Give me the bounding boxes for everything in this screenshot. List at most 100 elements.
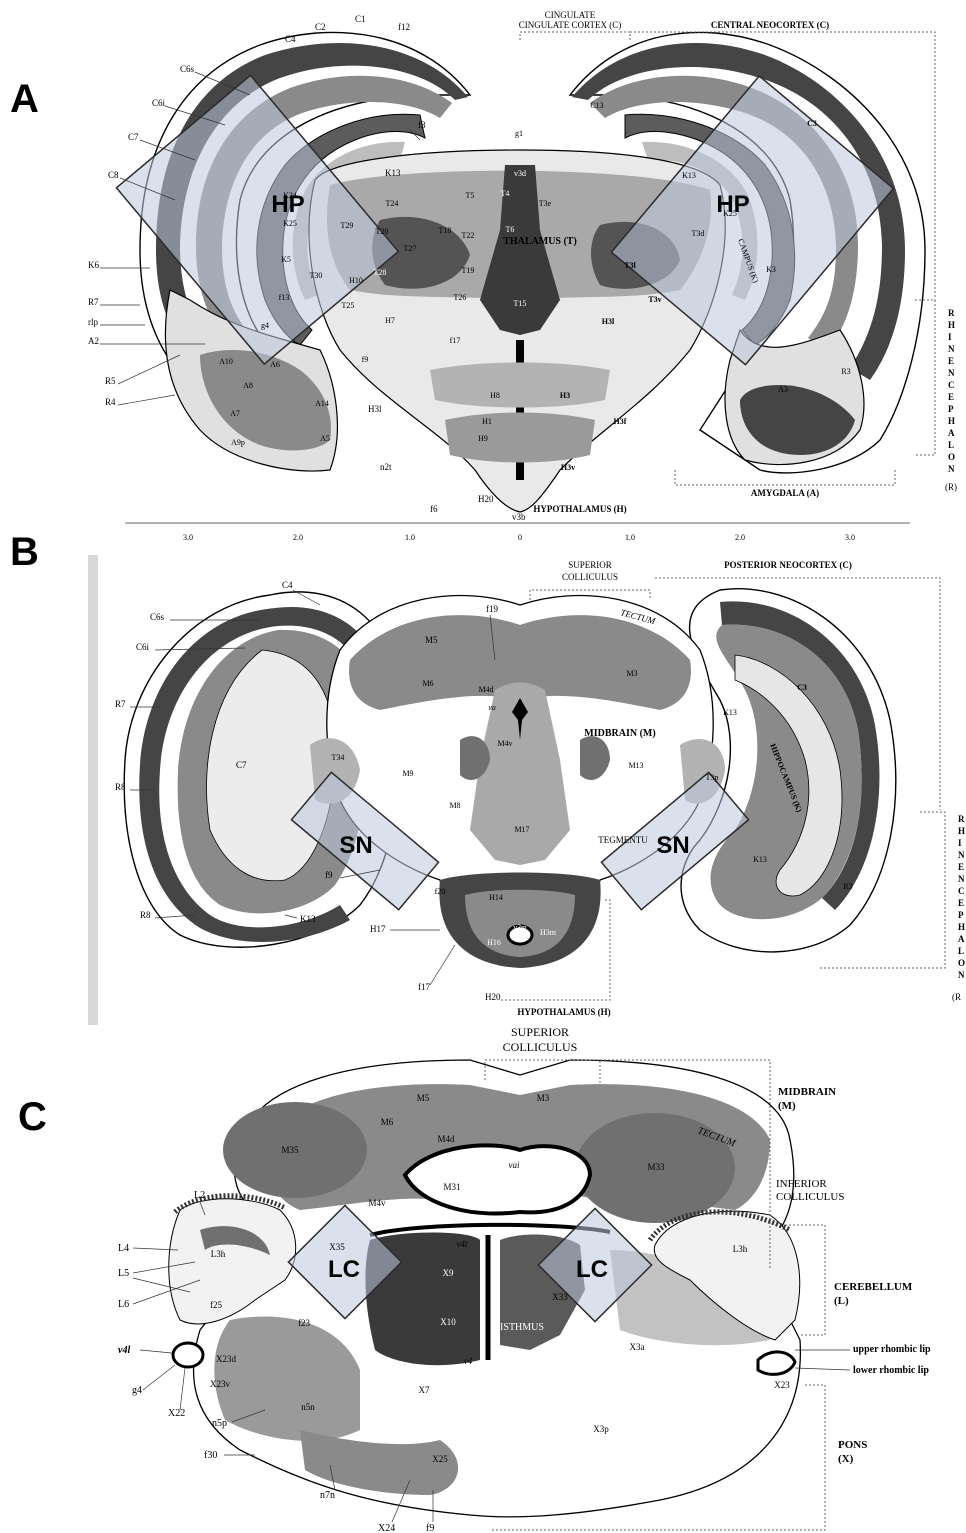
svg-text:M3: M3 xyxy=(626,669,637,678)
svg-text:K6: K6 xyxy=(88,260,99,270)
svg-text:R3: R3 xyxy=(841,367,850,376)
svg-text:A10: A10 xyxy=(219,357,233,366)
svg-text:T22: T22 xyxy=(462,231,475,240)
svg-text:X22: X22 xyxy=(168,1408,185,1419)
svg-text:H1: H1 xyxy=(482,417,492,426)
svg-text:T28: T28 xyxy=(374,268,387,277)
svg-text:H10: H10 xyxy=(349,276,363,285)
svg-text:3.0: 3.0 xyxy=(845,533,855,542)
svg-text:n5n: n5n xyxy=(301,1402,315,1412)
svg-text:X25: X25 xyxy=(432,1454,448,1464)
svg-text:X33: X33 xyxy=(552,1292,568,1302)
b-hypothalamus-label: HYPOTHALAMUS (H) xyxy=(517,1007,610,1017)
svg-text:M4v: M4v xyxy=(497,739,512,748)
svg-text:T5: T5 xyxy=(466,191,475,200)
svg-text:1.0: 1.0 xyxy=(625,533,635,542)
svg-text:f9: f9 xyxy=(426,1523,434,1533)
hypothalamus-lower xyxy=(445,413,595,463)
svg-text:v4t: v4t xyxy=(457,1239,468,1249)
svg-text:C3: C3 xyxy=(797,683,807,692)
thalamus-label: THALAMUS (T) xyxy=(503,236,577,247)
svg-text:2.0: 2.0 xyxy=(293,533,303,542)
c-midbrain-1: MIDBRAIN xyxy=(778,1086,836,1098)
svg-text:H14: H14 xyxy=(489,893,503,902)
svg-text:A14: A14 xyxy=(315,399,329,408)
svg-text:T34: T34 xyxy=(332,753,345,762)
svg-text:C1: C1 xyxy=(355,14,366,24)
svg-text:X35: X35 xyxy=(329,1242,345,1252)
svg-text:H20: H20 xyxy=(485,992,501,1002)
svg-text:M17: M17 xyxy=(514,825,529,834)
svg-text:f3: f3 xyxy=(418,120,426,130)
svg-text:va: va xyxy=(488,703,496,712)
central-neocortex-header: CENTRAL NEOCORTEX (C) xyxy=(711,20,829,30)
svg-text:T24: T24 xyxy=(386,199,399,208)
svg-text:C6s: C6s xyxy=(180,64,195,74)
svg-text:L: L xyxy=(958,946,964,956)
svg-text:M9: M9 xyxy=(402,769,413,778)
svg-text:v4l: v4l xyxy=(118,1345,130,1356)
svg-text:T3d: T3d xyxy=(692,229,705,238)
svg-text:K13: K13 xyxy=(723,708,737,717)
svg-text:g4: g4 xyxy=(261,321,269,330)
svg-text:T30: T30 xyxy=(310,271,323,280)
svg-text:X23: X23 xyxy=(774,1380,790,1390)
svg-text:rlp: rlp xyxy=(88,317,98,327)
svg-text:M3: M3 xyxy=(537,1093,550,1103)
svg-text:R3: R3 xyxy=(843,882,852,891)
svg-text:v3d: v3d xyxy=(514,169,526,178)
svg-text:C6i: C6i xyxy=(152,98,166,108)
svg-text:K13: K13 xyxy=(300,914,316,924)
svg-text:f17: f17 xyxy=(418,982,430,992)
svg-text:R7: R7 xyxy=(115,699,126,709)
svg-text:M13: M13 xyxy=(628,761,643,770)
svg-text:N: N xyxy=(958,850,965,860)
c-midbrain-2: (M) xyxy=(778,1100,796,1112)
svg-text:f23: f23 xyxy=(298,1318,310,1328)
svg-text:K13: K13 xyxy=(385,168,401,178)
c-cerebellum-1: CEREBELLUM xyxy=(834,1281,913,1293)
svg-text:n2t: n2t xyxy=(380,462,392,472)
amygdala-label: AMYGDALA (A) xyxy=(751,488,819,498)
svg-text:C8: C8 xyxy=(108,170,119,180)
svg-text:A9p: A9p xyxy=(231,438,245,447)
svg-text:X23d: X23d xyxy=(216,1354,236,1364)
hypothalamus-label-a: HYPOTHALAMUS (H) xyxy=(533,504,626,514)
svg-text:v3m: v3m xyxy=(513,923,527,932)
svg-text:f19: f19 xyxy=(486,604,498,614)
svg-text:P: P xyxy=(958,910,964,920)
c-isthmus-label: ISTHMUS xyxy=(500,1322,544,1333)
svg-text:E: E xyxy=(948,356,954,366)
svg-text:T6: T6 xyxy=(506,225,515,234)
svg-text:O: O xyxy=(958,958,965,968)
c-lip-leaders xyxy=(795,1350,850,1370)
svg-text:A5: A5 xyxy=(320,434,330,443)
svg-text:T3l: T3l xyxy=(624,261,636,270)
svg-text:M35: M35 xyxy=(281,1145,299,1155)
svg-text:M5: M5 xyxy=(417,1093,430,1103)
svg-text:H3: H3 xyxy=(560,391,570,400)
svg-text:N: N xyxy=(948,464,955,474)
svg-text:C7: C7 xyxy=(128,132,139,142)
svg-text:C7: C7 xyxy=(236,760,247,770)
svg-text:A2: A2 xyxy=(88,336,99,346)
svg-text:T27: T27 xyxy=(404,244,417,253)
svg-text:T3p: T3p xyxy=(706,773,719,782)
svg-text:A: A xyxy=(958,934,965,944)
svg-text:f12: f12 xyxy=(398,22,410,32)
svg-text:M31: M31 xyxy=(443,1182,460,1192)
svg-text:L: L xyxy=(948,440,954,450)
svg-text:X3p: X3p xyxy=(593,1424,609,1434)
svg-text:K13: K13 xyxy=(682,171,696,180)
svg-text:H17: H17 xyxy=(370,924,386,934)
svg-text:R8: R8 xyxy=(115,782,126,792)
panel-a-letter: A xyxy=(10,77,39,121)
svg-text:f6: f6 xyxy=(430,504,438,514)
cingulate-header-1: CINGULATE xyxy=(545,10,596,20)
svg-text:X9: X9 xyxy=(443,1268,454,1278)
svg-text:C4: C4 xyxy=(285,34,296,44)
svg-text:C: C xyxy=(958,886,965,896)
svg-text:X10: X10 xyxy=(440,1317,456,1327)
svg-text:M6: M6 xyxy=(381,1117,394,1127)
rhin-tag-a: (R) xyxy=(945,482,957,492)
